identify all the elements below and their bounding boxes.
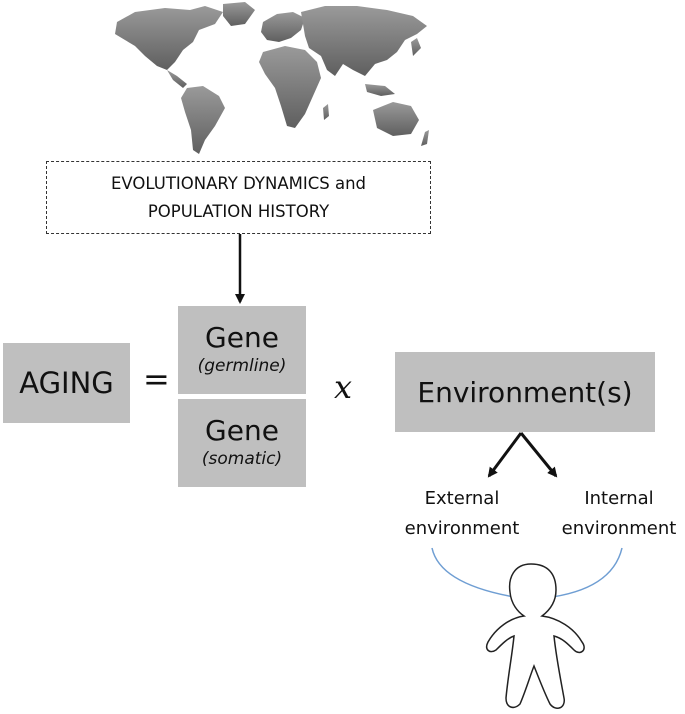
environment-box: Environment(s) (395, 352, 655, 432)
external-curved-arrow (431, 547, 520, 598)
external-environment-label: External environment (387, 484, 537, 544)
internal-environment-label: Internal environment (544, 484, 685, 544)
multiply-sign: x (334, 368, 353, 406)
equals-sign: = (143, 360, 170, 398)
gene-somatic-title: Gene (205, 414, 279, 447)
external-line-1: External (424, 488, 500, 509)
gene-germline-title: Gene (205, 321, 279, 354)
evolution-line-1: EVOLUTIONARY DYNAMICS and (110, 173, 367, 193)
gene-germline-box: Gene (germline) (178, 306, 306, 394)
environment-to-internal-arrow (519, 432, 558, 478)
internal-line-1: Internal (584, 488, 654, 509)
environment-label: Environment(s) (417, 375, 633, 409)
aging-box: AGING (3, 343, 130, 423)
gene-germline-subtitle: (germline) (197, 356, 287, 376)
gene-somatic-box: Gene (somatic) (178, 399, 306, 487)
aging-label: AGING (19, 366, 114, 400)
internal-curved-arrow (545, 547, 623, 598)
human-figure-icon (485, 563, 585, 709)
world-map-icon (115, 2, 429, 154)
gene-somatic-subtitle: (somatic) (201, 449, 283, 469)
environment-to-external-arrow (487, 432, 523, 478)
evolution-line-2: POPULATION HISTORY (147, 201, 330, 221)
internal-line-2: environment (561, 518, 677, 539)
external-line-2: environment (404, 518, 520, 539)
evolutionary-dynamics-box: EVOLUTIONARY DYNAMICS and POPULATION HIS… (46, 161, 431, 234)
